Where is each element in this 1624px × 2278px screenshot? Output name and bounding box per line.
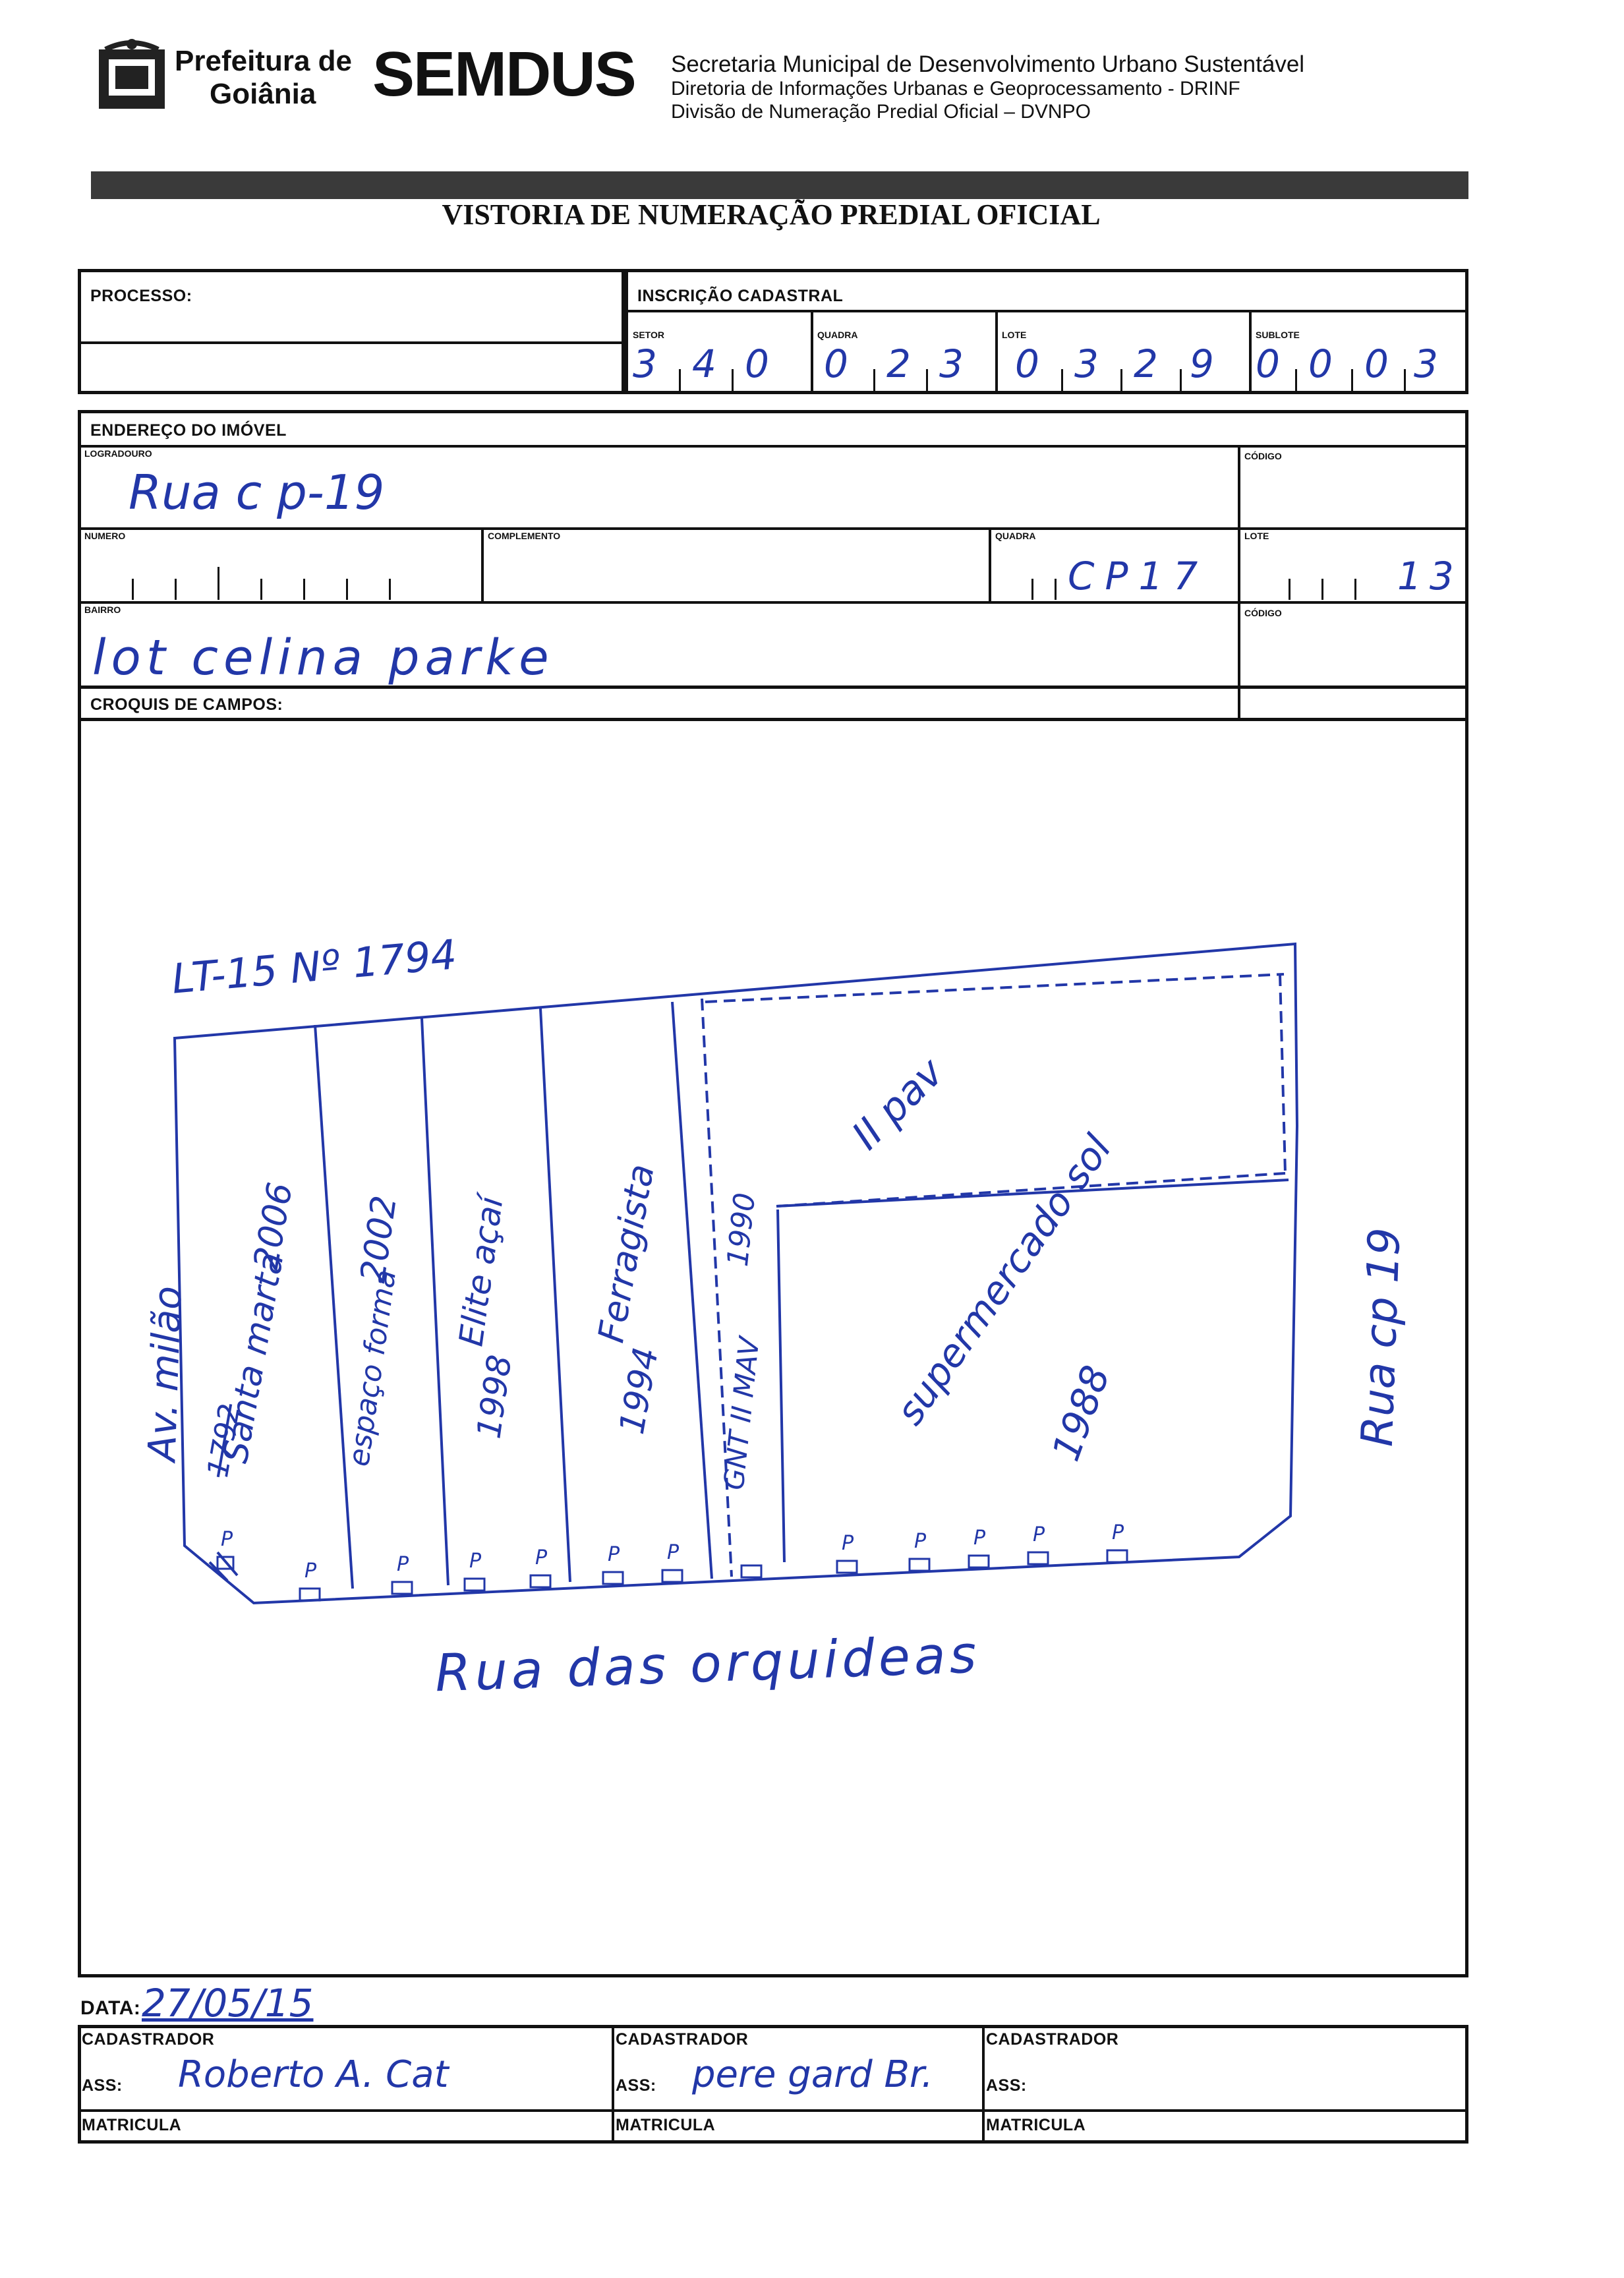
door-marker — [661, 1569, 683, 1583]
lote-digit: 9 — [1190, 341, 1214, 386]
door-marker — [299, 1587, 321, 1602]
inscricao-divider — [628, 310, 1465, 312]
setor-digit: 3 — [633, 341, 657, 386]
logradouro-value: Rua c p-19 — [129, 465, 385, 520]
street-left-label: Av. milão — [139, 1285, 190, 1463]
matricula-label: MATRICULA — [986, 2116, 1086, 2134]
door-p: P — [914, 1530, 927, 1553]
setor-digit: 0 — [745, 341, 769, 386]
sublote-digit: 3 — [1414, 341, 1438, 386]
quadra-label: QUADRA — [817, 330, 858, 340]
door-marker — [836, 1560, 858, 1574]
door-marker — [740, 1564, 763, 1579]
croquis-box: CROQUIS DE CAMPOS: — [78, 686, 1468, 1977]
ass-label: ASS: — [82, 2076, 123, 2095]
ass-label: ASS: — [986, 2076, 1027, 2095]
sublote-label: SUBLOTE — [1256, 330, 1300, 340]
semdus-brand: SEMDUS — [372, 39, 637, 109]
lote-digit: 2 — [1134, 341, 1158, 386]
codigo2-label: CÓDIGO — [1244, 608, 1282, 618]
header-line3: Divisão de Numeração Predial Oficial – D… — [671, 101, 1091, 123]
door-p: P — [304, 1560, 317, 1583]
door-marker — [529, 1574, 552, 1589]
door-p: P — [535, 1546, 548, 1569]
quadra2-label: QUADRA — [995, 531, 1036, 541]
door-p: P — [221, 1528, 233, 1551]
quadra-digit: 0 — [824, 341, 848, 386]
street-right-label: Rua cp 19 — [1351, 1227, 1410, 1447]
signature-2: pere gard Br. — [692, 2053, 933, 2096]
matricula-label: MATRICULA — [82, 2116, 182, 2134]
door-p: P — [1112, 1521, 1124, 1544]
setor-digit: 4 — [692, 341, 716, 386]
header-line2: Diretoria de Informações Urbanas e Geopr… — [671, 78, 1240, 100]
quadra-digit: 2 — [886, 341, 911, 386]
signature-1: Roberto A. Cat — [178, 2053, 449, 2096]
sublote-digit: 0 — [1256, 341, 1280, 386]
complemento-label: COMPLEMENTO — [488, 531, 561, 541]
processo-box: PROCESSO: — [78, 269, 625, 394]
sublote-digit: 0 — [1364, 341, 1389, 386]
door-marker — [1027, 1551, 1049, 1565]
matricula-label: MATRICULA — [616, 2116, 716, 2134]
processo-label: PROCESSO: — [90, 287, 192, 305]
cadastrador-label: CADASTRADOR — [616, 2030, 749, 2049]
door-p: P — [608, 1543, 620, 1566]
quadra2-value: CP17 — [1068, 554, 1209, 599]
door-p: P — [667, 1541, 680, 1564]
door-p: P — [469, 1550, 482, 1573]
door-marker — [391, 1581, 413, 1595]
lote2-value: 13 — [1397, 554, 1462, 599]
door-marker — [908, 1558, 931, 1572]
cadastrador-label: CADASTRADOR — [986, 2030, 1119, 2049]
quadra-digit: 3 — [939, 341, 964, 386]
lote2-label: LOTE — [1244, 531, 1269, 541]
bairro-label: BAIRRO — [84, 604, 121, 615]
lote-digit: 3 — [1074, 341, 1099, 386]
logradouro-label: LOGRADOURO — [84, 448, 152, 459]
setor-label: SETOR — [633, 330, 664, 340]
numero-label: NUMERO — [84, 531, 126, 541]
codigo-label: CÓDIGO — [1244, 451, 1282, 461]
header-line1: Secretaria Municipal de Desenvolvimento … — [671, 51, 1305, 77]
croquis-label: CROQUIS DE CAMPOS: — [90, 695, 283, 714]
door-p: P — [1033, 1523, 1045, 1546]
inscricao-label: INSCRIÇÃO CADASTRAL — [637, 287, 844, 305]
door-marker — [602, 1571, 624, 1585]
endereco-label: ENDEREÇO DO IMÓVEL — [90, 421, 287, 440]
prefeitura-line2: Goiânia — [210, 78, 316, 110]
cadastrador-box — [78, 2025, 1468, 2144]
lote-label: LOTE — [1002, 330, 1027, 340]
endereco-box: ENDEREÇO DO IMÓVEL — [78, 410, 1468, 721]
sublote-digit: 0 — [1308, 341, 1333, 386]
door-p: P — [842, 1532, 854, 1555]
door-p: P — [973, 1527, 986, 1550]
inscricao-box: INSCRIÇÃO CADASTRAL — [625, 269, 1468, 394]
door-marker — [216, 1556, 235, 1570]
data-value: 27/05/15 — [142, 1981, 314, 2026]
lote-digit: 0 — [1015, 341, 1039, 386]
door-marker — [463, 1577, 486, 1592]
door-p: P — [397, 1553, 409, 1576]
door-markers — [216, 1549, 1128, 1602]
data-label: DATA: — [80, 1997, 141, 2019]
door-marker — [968, 1554, 990, 1569]
ass-label: ASS: — [616, 2076, 656, 2095]
city-coat-of-arms-icon — [99, 39, 165, 109]
block-outline — [173, 942, 1299, 1605]
header-band — [91, 171, 1468, 199]
processo-line — [81, 341, 622, 344]
cadastrador-label: CADASTRADOR — [82, 2030, 215, 2049]
door-marker — [1106, 1549, 1128, 1563]
form-title: VISTORIA DE NUMERAÇÃO PREDIAL OFICIAL — [442, 198, 1101, 231]
prefeitura-line1: Prefeitura de — [175, 45, 352, 77]
bairro-value: lot celina parke — [92, 629, 554, 686]
